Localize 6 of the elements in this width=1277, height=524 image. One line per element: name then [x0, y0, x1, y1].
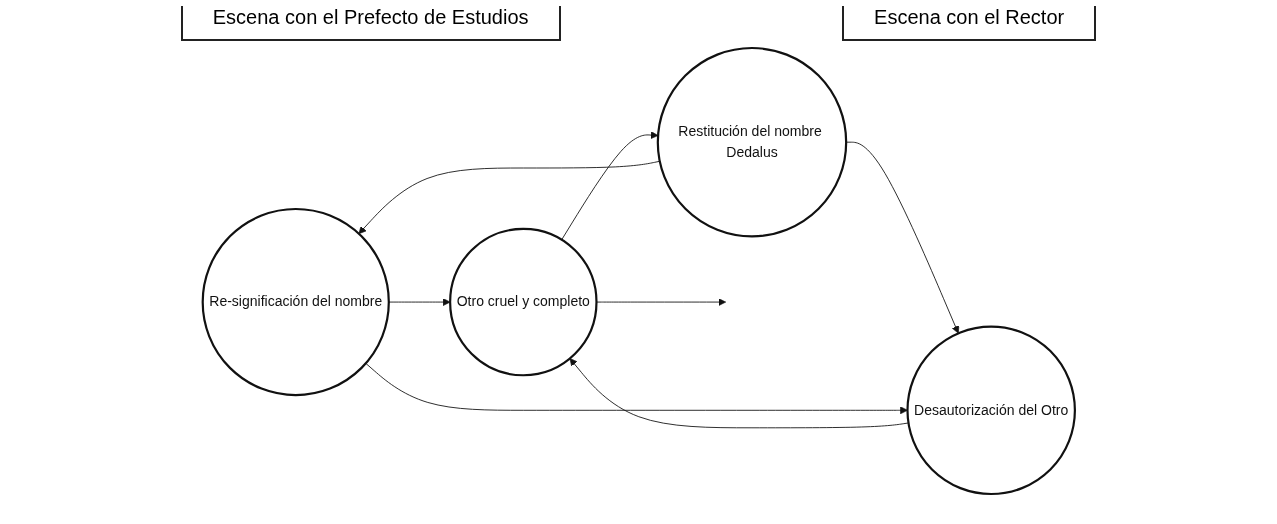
node-circle: Restitución del nombre Dedalus	[656, 46, 847, 238]
node-circle: Desautorización del Otro	[906, 325, 1076, 496]
node-circle: Re-significación del nombre	[201, 207, 390, 397]
scene-heading: Escena con el Rector	[842, 6, 1097, 41]
scene-heading: Escena con el Prefecto de Estudios	[180, 6, 561, 41]
node-circle: Otro cruel y completo	[448, 227, 598, 377]
